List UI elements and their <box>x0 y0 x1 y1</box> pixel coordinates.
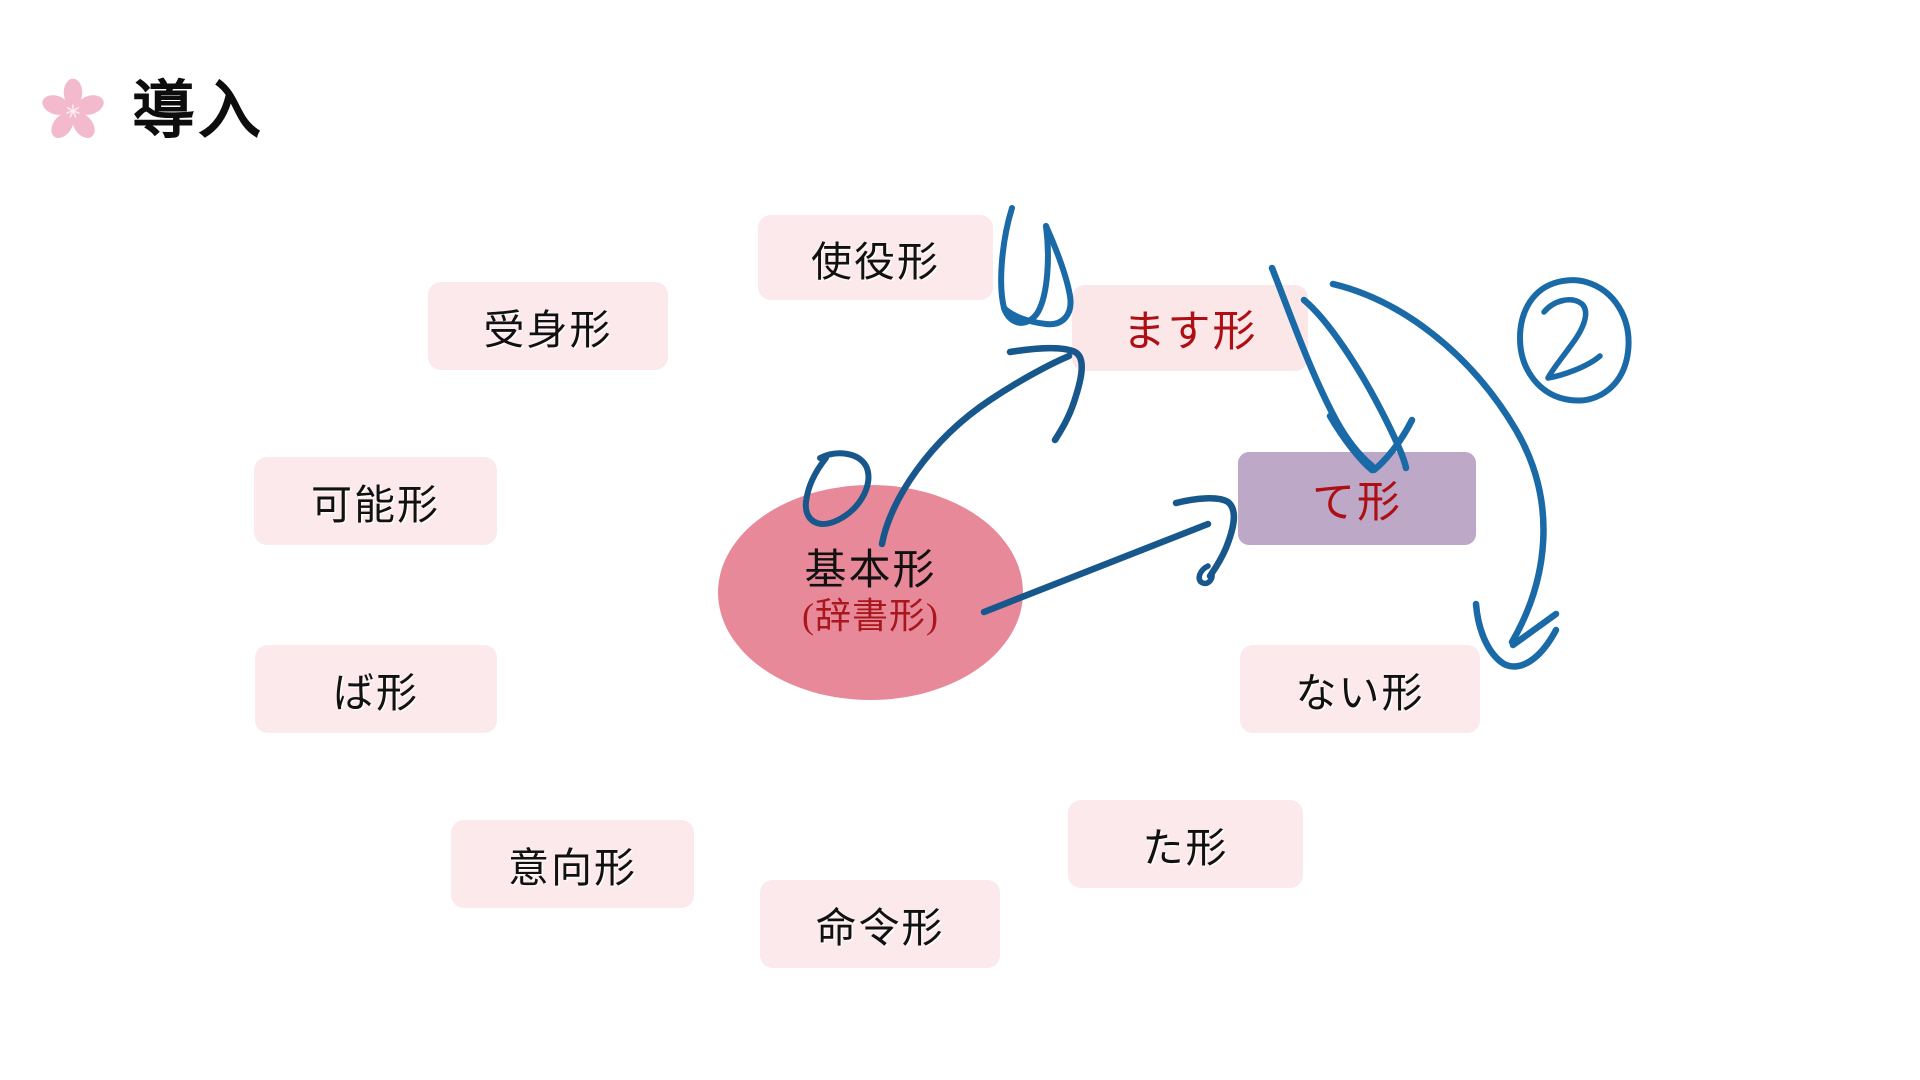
chip-label: ない形 <box>1295 670 1425 716</box>
chip-label: 使役形 <box>811 238 940 285</box>
handwritten-marker-two <box>1517 277 1632 404</box>
page-title: 導入 <box>132 75 264 146</box>
te-form-label: て形 <box>1312 479 1402 527</box>
masu-form-label: ます形 <box>1122 309 1258 356</box>
chip-label: ば形 <box>333 670 419 716</box>
chip-label: 受身形 <box>483 307 613 353</box>
chip-causative-form[interactable]: 使役形 <box>758 215 993 300</box>
chip-label: た形 <box>1142 825 1229 871</box>
base-form-sub-label: (辞書形) <box>802 595 939 636</box>
chip-past-form[interactable]: た形 <box>1068 800 1303 888</box>
chip-negative-form[interactable]: ない形 <box>1240 645 1480 733</box>
slide-header: 導入 <box>40 78 264 144</box>
chip-imperative-form[interactable]: 命令形 <box>760 880 1000 968</box>
chip-passive-form[interactable]: 受身形 <box>428 282 668 370</box>
handwritten-marker-one <box>998 205 1074 328</box>
chip-label: 意向形 <box>508 845 637 891</box>
chip-label: 命令形 <box>815 905 945 951</box>
te-form-box[interactable]: て形 <box>1238 452 1476 545</box>
chip-ba-conditional-form[interactable]: ば形 <box>255 645 497 733</box>
chip-label: 可能形 <box>311 482 440 528</box>
masu-form-box[interactable]: ます形 <box>1072 285 1308 371</box>
base-form-main-label: 基本形 <box>804 548 937 595</box>
chip-volitional-form[interactable]: 意向形 <box>451 820 694 908</box>
chip-potential-form[interactable]: 可能形 <box>254 457 497 545</box>
base-form-ellipse[interactable]: 基本形 (辞書形) <box>718 485 1023 700</box>
sakura-flower-icon <box>42 78 104 138</box>
